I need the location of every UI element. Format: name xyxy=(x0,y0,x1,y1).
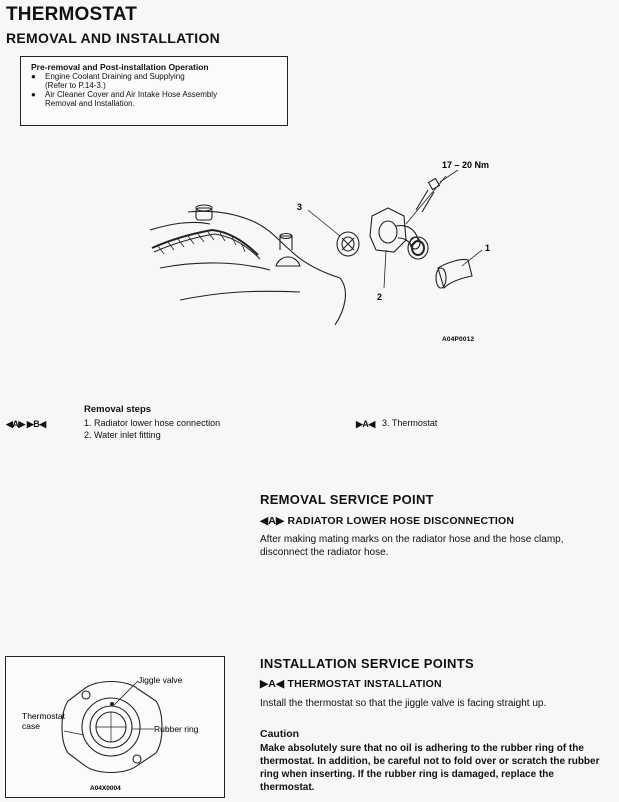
callout-1: 1 xyxy=(485,243,490,253)
torque-label: 17 – 20 Nm xyxy=(442,160,489,170)
pre-removal-box: Pre-removal and Post-installation Operat… xyxy=(20,56,288,126)
list-item: ● Air Cleaner Cover and Air Intake Hose … xyxy=(31,90,218,108)
removal-service-heading: REMOVAL SERVICE POINT xyxy=(260,492,434,507)
rubber-ring-label: Rubber ring xyxy=(154,724,199,734)
callout-2: 2 xyxy=(377,292,382,302)
thermostat-case-figure: Jiggle valve Thermostat case Rubber ring… xyxy=(5,656,225,798)
installation-service-text: Install the thermostat so that the jiggl… xyxy=(260,698,547,709)
thermostat-case-diagram: Jiggle valve Thermostat case Rubber ring… xyxy=(22,675,199,792)
installation-service-subheading: ▶A◀ THERMOSTAT INSTALLATION xyxy=(260,678,442,690)
removal-service-subheading: ◀A▶ RADIATOR LOWER HOSE DISCONNECTION xyxy=(260,515,515,527)
step3-symbol: ▶A◀ xyxy=(356,419,375,429)
step-a-symbol: ▶A◀ xyxy=(260,678,285,690)
pre-removal-title: Pre-removal and Post-installation Operat… xyxy=(31,62,209,72)
step-a-symbol: ◀A▶ xyxy=(260,515,285,527)
thermostat-case-label-2: case xyxy=(22,721,40,731)
pre-removal-list: ● Engine Coolant Draining and Supplying … xyxy=(31,72,281,108)
step-symbols: ◀A▶ ▶B◀ xyxy=(6,419,46,429)
removal-step-1: 1. Radiator lower hose connection xyxy=(84,418,221,428)
jiggle-valve-dot xyxy=(110,702,114,706)
removal-steps-title: Removal steps xyxy=(84,404,152,415)
caution-text: Make absolutely sure that no oil is adhe… xyxy=(260,743,600,793)
caution-heading: Caution xyxy=(260,728,300,740)
removal-step-3: 3. Thermostat xyxy=(382,418,438,428)
list-item: ● Engine Coolant Draining and Supplying … xyxy=(31,72,185,90)
thermostat-case-label: Thermostat xyxy=(22,711,66,721)
bullet-icon: ● xyxy=(31,72,36,81)
removal-service-text: After making mating marks on the radiato… xyxy=(260,534,564,558)
jiggle-valve-label: Jiggle valve xyxy=(138,675,183,685)
callout-3: 3 xyxy=(297,202,302,212)
removal-step-2: 2. Water inlet fitting xyxy=(84,430,161,440)
figure-code: A04P0012 xyxy=(442,336,475,343)
thermostat-exploded-diagram: 17 – 20 Nm 1 2 3 A04P0012 xyxy=(150,160,490,343)
page-title: THERMOSTAT xyxy=(6,4,138,25)
figure-code: A04X0004 xyxy=(90,785,121,792)
page-subtitle: REMOVAL AND INSTALLATION xyxy=(6,30,221,46)
installation-service-heading: INSTALLATION SERVICE POINTS xyxy=(260,656,474,671)
bullet-icon: ● xyxy=(31,90,36,99)
